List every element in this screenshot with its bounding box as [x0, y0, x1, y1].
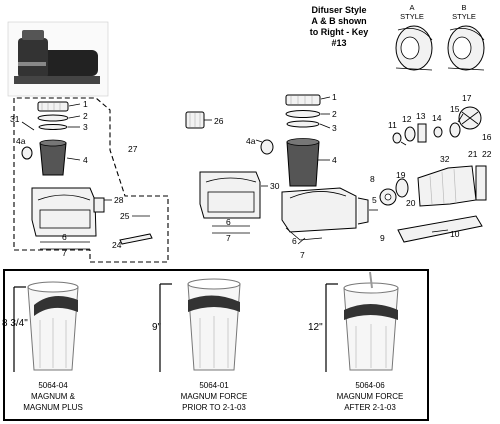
middle-assembly — [185, 111, 268, 234]
callout-27: 27 — [128, 144, 138, 154]
dashed-outline-27 — [13, 97, 169, 263]
basket-1-line2: MAGNUM PLUS — [23, 403, 83, 412]
part-22 — [475, 165, 487, 201]
part-15 — [449, 122, 461, 138]
callout-7: 7 — [62, 248, 67, 258]
center-lid-ring — [285, 94, 321, 106]
callout-c2: 2 — [332, 109, 337, 119]
part-4a — [21, 146, 33, 160]
motor — [417, 165, 477, 207]
callout-c20: 20 — [406, 198, 416, 208]
motor-assembly — [379, 106, 487, 243]
callout-c4: 4 — [332, 155, 337, 165]
style-b-letter: B — [461, 3, 466, 12]
left-assembly — [13, 97, 169, 263]
callout-c9: 9 — [380, 233, 385, 243]
style-b-word: STYLE — [452, 12, 476, 21]
style-a-word: STYLE — [400, 12, 424, 21]
callout-c11: 11 — [388, 120, 397, 130]
lid-ring — [37, 101, 69, 112]
callout-2: 2 — [83, 111, 88, 121]
callout-c14: 14 — [432, 113, 442, 123]
part-11 — [392, 132, 402, 144]
center-basket — [286, 141, 320, 187]
pump-housing — [31, 187, 97, 237]
basket-comparison-box — [3, 269, 429, 421]
note-line-2: A & B shown — [311, 16, 366, 26]
lid — [37, 114, 69, 122]
callout-c16: 16 — [482, 132, 492, 142]
callout-31: 31 — [10, 114, 20, 124]
callout-c13: 13 — [416, 111, 426, 121]
part-13 — [417, 123, 427, 143]
basket-2-line2: PRIOR TO 2-1-03 — [182, 403, 246, 412]
basket-2-height: 9" — [152, 322, 162, 333]
note-line-1: Difuser Style — [311, 5, 366, 15]
callout-c8: 8 — [370, 174, 375, 184]
diffuser-style-note: Difuser Style A & B shown to Right - Key… — [310, 5, 369, 48]
diffuser-style-b: B STYLE — [447, 3, 485, 71]
callout-1: 1 — [83, 99, 88, 109]
callout-3: 3 — [83, 122, 88, 132]
center-callout-labels: 1 2 3 4a 4 5 6 7 8 9 10 11 12 13 14 15 1… — [246, 92, 492, 260]
part-12 — [404, 126, 416, 142]
callout-c1: 1 — [332, 92, 337, 102]
callout-25: 25 — [120, 211, 130, 221]
callout-24: 24 — [112, 240, 122, 250]
basket-3-height: 12" — [308, 322, 323, 333]
basket-3-part: 5064-06 — [355, 381, 385, 390]
basket-3: 12" 5064-06 MAGNUM FORCE AFTER 2-1-03 — [308, 271, 404, 412]
base-9 — [397, 215, 483, 243]
callout-c6: 6 — [292, 236, 297, 246]
callout-7-mid: 7 — [226, 233, 231, 243]
middle-callout-labels: 26 30 6 7 — [214, 116, 280, 243]
basket-1-part: 5064-04 — [38, 381, 68, 390]
callout-c5: 5 — [372, 195, 377, 205]
basket-1-line1: MAGNUM & — [31, 392, 76, 401]
note-line-3: to Right - Key — [310, 27, 369, 37]
callout-c22: 22 — [482, 149, 492, 159]
style-a-letter: A — [409, 3, 414, 12]
basket-3-line2: AFTER 2-1-03 — [344, 403, 396, 412]
part-19 — [395, 178, 409, 198]
callout-c3: 3 — [332, 123, 337, 133]
basket-2-line1: MAGNUM FORCE — [181, 392, 248, 401]
pump-photo — [7, 21, 109, 97]
mid-housing — [199, 171, 261, 219]
basket-2-part: 5064-01 — [199, 381, 229, 390]
callout-c19: 19 — [396, 170, 406, 180]
left-callout-labels: 1 2 3 31 4a 4 27 28 25 24 6 7 — [10, 99, 138, 258]
basket-1: 8 3/4" 5064-04 MAGNUM & MAGNUM PLUS — [2, 281, 83, 412]
basket-1-height: 8 3/4" — [2, 318, 28, 329]
callout-c12: 12 — [402, 114, 412, 124]
center-assembly — [255, 94, 378, 245]
callout-6: 6 — [62, 232, 67, 242]
callout-c17: 17 — [462, 93, 472, 103]
callout-4: 4 — [83, 155, 88, 165]
callout-c32: 32 — [440, 154, 450, 164]
callout-c7: 7 — [300, 250, 305, 260]
callout-28: 28 — [114, 195, 124, 205]
callout-c4a: 4a — [246, 136, 256, 146]
callout-c10: 10 — [450, 229, 460, 239]
callout-30: 30 — [270, 181, 280, 191]
main-housing — [281, 187, 357, 233]
note-line-4: #13 — [331, 38, 346, 48]
basket-2: 9" 5064-01 MAGNUM FORCE PRIOR TO 2-1-03 — [152, 278, 248, 412]
callout-26: 26 — [214, 116, 224, 126]
o-ring — [38, 124, 68, 130]
part-14 — [433, 126, 443, 138]
strainer-basket — [39, 142, 67, 176]
callout-4a: 4a — [16, 136, 26, 146]
diffuser-style-a: A STYLE — [395, 3, 433, 71]
part-24 — [119, 233, 153, 245]
callout-6-mid: 6 — [226, 217, 231, 227]
callout-c21: 21 — [468, 149, 478, 159]
callout-c15: 15 — [450, 104, 460, 114]
basket-3-line1: MAGNUM FORCE — [337, 392, 404, 401]
